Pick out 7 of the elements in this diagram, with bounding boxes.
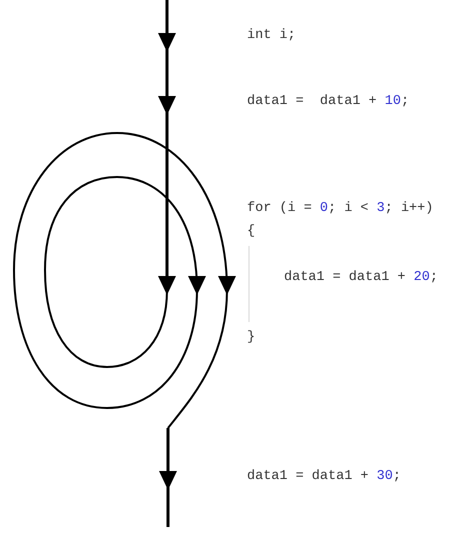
code-line: int i; [247,28,296,44]
code-line: } [247,330,256,346]
code-line: data1 = data1 + 30; [247,469,401,485]
code-line: { [247,224,256,240]
code-line: data1 = data1 + 10; [247,94,410,110]
code-line: for (i = 0; i < 3; i++) [247,201,434,217]
code-line: data1 = data1 + 20; [284,270,438,286]
